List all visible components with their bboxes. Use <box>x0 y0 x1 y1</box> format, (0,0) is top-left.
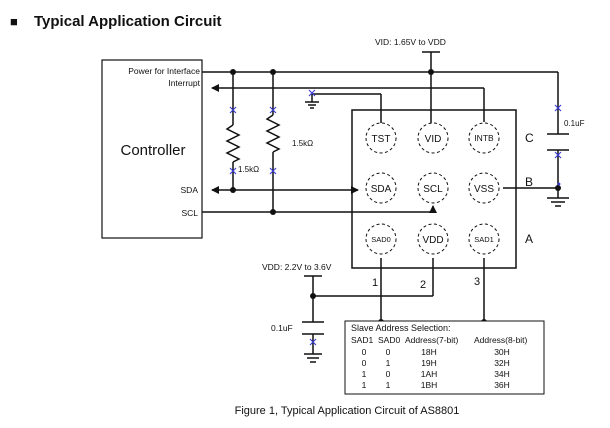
table-cell: 34H <box>494 369 510 379</box>
section-title: Typical Application Circuit <box>34 13 222 30</box>
row-label-c: C <box>525 131 534 145</box>
resistor-r1 <box>225 124 241 163</box>
figure-caption: Figure 1, Typical Application Circuit of… <box>235 405 460 417</box>
table-cell: 1 <box>386 380 391 390</box>
table-header-sad1: SAD1 <box>351 335 373 345</box>
table-header-address-7bit: Address(7-bit) <box>405 335 459 345</box>
address-table: Slave Address Selection: SAD1 SAD0 Addre… <box>344 320 545 395</box>
pin-intb <box>468 122 500 154</box>
vdd-supply-label: VDD: 2.2V to 3.6V <box>262 262 332 272</box>
resistor-r2 <box>265 114 281 153</box>
address-table-box <box>344 320 545 395</box>
pin-vss <box>468 172 500 204</box>
power-for-interface-label: Power for Interface <box>128 66 200 76</box>
pin-intb-label: INTB <box>474 133 494 143</box>
table-cell: 0 <box>386 369 391 379</box>
table-header-sad0: SAD0 <box>378 335 400 345</box>
column-label-2: 2 <box>420 279 426 291</box>
table-cell: 19H <box>421 358 437 368</box>
table-cell: 1AH <box>421 369 438 379</box>
pin-scl <box>417 172 449 204</box>
pin-sad1-label: SAD1 <box>474 235 494 244</box>
pin-vid-label: VID <box>425 134 442 145</box>
pin-sda-label: SDA <box>371 184 392 195</box>
row-label-a: A <box>525 232 533 246</box>
pin-sad1 <box>468 223 500 255</box>
chip-pins: TST VID INTB SDA SCL VSS SAD0 VDD SAD1 <box>365 122 500 255</box>
capacitor-bottom-label: 0.1uF <box>271 323 293 333</box>
controller-scl-label: SCL <box>181 208 198 218</box>
row-label-b: B <box>525 175 533 189</box>
capacitor-top-label: 0.1uF <box>564 119 585 128</box>
unconnected-markers <box>229 89 562 346</box>
pin-vdd <box>417 223 449 255</box>
pin-vss-label: VSS <box>474 184 494 195</box>
pin-scl-label: SCL <box>423 184 443 195</box>
table-cell: 36H <box>494 380 510 390</box>
resistor-r2-label: 1.5kΩ <box>292 139 313 148</box>
controller-sda-label: SDA <box>181 185 199 195</box>
table-cell: 30H <box>494 347 510 357</box>
pin-sad0 <box>365 223 397 255</box>
vid-supply-label: VID: 1.65V to VDD <box>375 37 446 47</box>
pin-tst-label: TST <box>372 134 391 145</box>
controller-block <box>101 59 203 239</box>
table-cell: 1 <box>386 358 391 368</box>
heading-bullet: ■ <box>10 14 18 29</box>
table-cell: 1 <box>362 369 367 379</box>
interrupt-label: Interrupt <box>168 78 200 88</box>
resistor-r1-label: 1.5kΩ <box>238 165 259 174</box>
pin-sda <box>365 172 397 204</box>
column-label-1: 1 <box>372 277 378 289</box>
table-cell: 0 <box>362 347 367 357</box>
pin-vdd-label: VDD <box>422 235 443 246</box>
controller-title: Controller <box>120 142 185 159</box>
table-header-address-8bit: Address(8-bit) <box>474 335 528 345</box>
table-cell: 1BH <box>421 380 438 390</box>
table-cell: 0 <box>362 358 367 368</box>
table-cell: 18H <box>421 347 437 357</box>
address-table-title: Slave Address Selection: <box>351 323 451 333</box>
pin-vid <box>417 122 449 154</box>
table-cell: 32H <box>494 358 510 368</box>
wiring <box>202 51 569 363</box>
column-label-3: 3 <box>474 276 480 288</box>
pin-tst <box>365 122 397 154</box>
pin-sad0-label: SAD0 <box>371 235 391 244</box>
table-cell: 1 <box>362 380 367 390</box>
table-cell: 0 <box>386 347 391 357</box>
